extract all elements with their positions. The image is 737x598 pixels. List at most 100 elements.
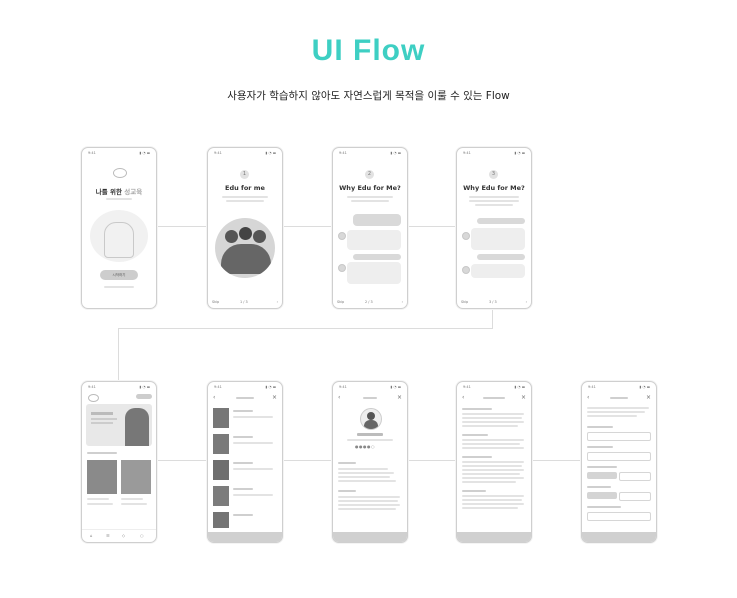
option-button[interactable] [619, 472, 651, 481]
school-select[interactable] [587, 452, 651, 461]
status-bar: 9:41▮ ◔ ▬ [214, 385, 276, 389]
splash-heading-accent: 성교육 [124, 188, 143, 196]
flow-connector [118, 328, 119, 381]
screen-onboarding-3: 9:41▮ ◔ ▬ 3 Why Edu for Me? Skip 3 / 3 › [456, 147, 532, 309]
next-button[interactable]: › [401, 300, 403, 304]
placeholder-line [475, 204, 513, 206]
placeholder-line [462, 413, 524, 415]
header-title [236, 397, 254, 399]
step-badge: 1 [240, 170, 249, 179]
teacher-card[interactable] [87, 460, 117, 494]
agree-button[interactable] [457, 532, 531, 542]
status-icons: ▮ ◔ ▬ [639, 385, 650, 389]
header-button[interactable] [136, 394, 152, 399]
step-number: 1 [242, 171, 247, 177]
placeholder-line [233, 410, 253, 412]
onboarding-heading: Edu for me [208, 184, 282, 192]
start-button[interactable]: 시작하기 [100, 270, 138, 280]
apply-button[interactable] [333, 532, 407, 542]
status-bar: 9:41▮ ◔ ▬ [88, 151, 150, 155]
option-button[interactable] [587, 472, 617, 479]
screen-onboarding-2: 9:41▮ ◔ ▬ 2 Why Edu for Me? Skip 2 / 3 › [332, 147, 408, 309]
flow-connector [406, 226, 457, 227]
placeholder-line [462, 443, 520, 445]
placeholder-line [587, 415, 637, 417]
section-title [338, 462, 356, 464]
option-button[interactable] [619, 492, 651, 501]
flow-connector [155, 226, 207, 227]
placeholder-line [462, 469, 524, 471]
placeholder-line [338, 476, 390, 478]
region-select[interactable] [587, 432, 651, 441]
profile-name [357, 433, 383, 436]
onboarding-heading: Why Edu for Me? [457, 184, 531, 192]
status-icons: ▮ ◔ ▬ [265, 385, 276, 389]
teacher-thumb[interactable] [213, 460, 229, 480]
section-title [462, 434, 488, 436]
close-icon[interactable]: × [520, 394, 526, 401]
placeholder-line [106, 198, 132, 200]
placeholder-line [233, 514, 253, 516]
header-title [610, 397, 628, 399]
field-label [587, 486, 611, 488]
close-icon[interactable]: × [396, 394, 402, 401]
skip-label: Skip [212, 300, 220, 304]
next-button[interactable]: › [276, 300, 278, 304]
flow-connector [406, 460, 457, 461]
message-input[interactable] [587, 512, 651, 521]
tab-home-icon[interactable]: ⌂ [90, 533, 93, 538]
screen-application-form: 9:41▮ ◔ ▬ ‹ × [581, 381, 657, 543]
field-label [587, 446, 613, 448]
placeholder-line [462, 477, 524, 479]
next-button[interactable]: › [525, 300, 527, 304]
page-indicator: 2 / 3 [365, 300, 373, 304]
tab-profile-icon[interactable]: ○ [140, 533, 144, 538]
teacher-thumb[interactable] [213, 434, 229, 454]
screen-onboarding-1: 9:41▮ ◔ ▬ 1 Edu for me Skip 1 / 3 › [207, 147, 283, 309]
skip-button[interactable]: Skip [212, 300, 219, 304]
start-button-label: 시작하기 [112, 273, 126, 277]
field-label [587, 466, 617, 468]
back-icon[interactable]: ‹ [213, 394, 216, 401]
page-indicator-text: 1 / 3 [240, 300, 248, 304]
illustration [90, 210, 148, 262]
flow-connector [155, 460, 207, 461]
close-icon[interactable]: × [645, 394, 651, 401]
page-indicator-text: 2 / 3 [365, 300, 373, 304]
teacher-thumb[interactable] [213, 512, 229, 528]
back-icon[interactable]: ‹ [587, 394, 590, 401]
field-label [587, 426, 613, 428]
placeholder-line [469, 200, 519, 202]
status-time: 9:41 [339, 151, 347, 155]
teacher-card[interactable] [121, 460, 151, 494]
splash-heading: 나를 위한 성교육 [82, 186, 156, 196]
screen-home: 9:41▮ ◔ ▬ ⌂ ☰ ◇ ○ [81, 381, 157, 543]
submit-button[interactable] [582, 532, 656, 542]
tab-chat-icon[interactable]: ◇ [122, 533, 126, 538]
step-badge: 3 [489, 170, 498, 179]
status-bar: 9:41▮ ◔ ▬ [339, 385, 401, 389]
chat-bubble [471, 228, 525, 250]
option-button[interactable] [587, 492, 617, 499]
placeholder-line [469, 196, 519, 198]
flow-connector [281, 226, 332, 227]
skip-button[interactable]: Skip [461, 300, 468, 304]
placeholder-line [462, 447, 524, 449]
placeholder-line [121, 503, 147, 505]
chat-bubble [353, 254, 401, 260]
chat-bubble [353, 214, 401, 226]
chat-bubble [477, 218, 525, 224]
close-icon[interactable]: × [271, 394, 277, 401]
back-icon[interactable]: ‹ [338, 394, 341, 401]
confirm-button[interactable] [208, 532, 282, 542]
status-bar: 9:41▮ ◔ ▬ [463, 385, 525, 389]
tab-list-icon[interactable]: ☰ [106, 533, 110, 538]
placeholder-line [462, 461, 524, 463]
status-icons: ▮ ◔ ▬ [139, 151, 150, 155]
teacher-thumb[interactable] [213, 408, 229, 428]
placeholder-line [587, 411, 645, 413]
back-icon[interactable]: ‹ [462, 394, 465, 401]
onboarding-heading-text: Edu for me [225, 184, 265, 192]
teacher-thumb[interactable] [213, 486, 229, 506]
skip-button[interactable]: Skip [337, 300, 344, 304]
